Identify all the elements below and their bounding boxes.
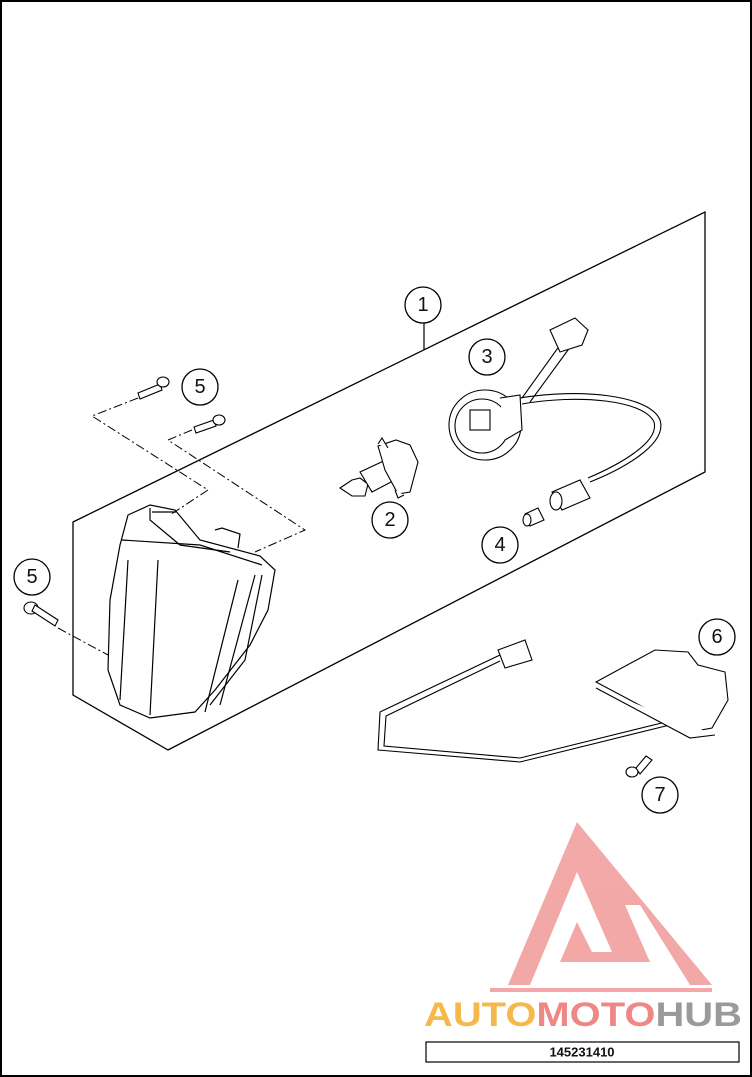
bolt-middle xyxy=(193,414,226,434)
part-code-box: 145231410 xyxy=(425,1041,740,1063)
bulb-socket-plug xyxy=(549,479,591,511)
callout-2-label: 2 xyxy=(384,509,395,531)
watermark-logo xyxy=(490,822,712,992)
watermark-auto: AUTO xyxy=(424,996,536,1034)
wiring-harness xyxy=(377,639,691,763)
assembly-outline xyxy=(72,210,706,751)
bolt-top xyxy=(137,376,170,400)
bolt-left xyxy=(23,601,59,627)
watermark-moto: MOTO xyxy=(536,996,655,1034)
callout-4: 4 xyxy=(481,526,519,564)
callout-3-label: 3 xyxy=(481,346,492,368)
callout-2: 2 xyxy=(371,501,409,539)
callout-7: 7 xyxy=(641,776,679,814)
callout-5-left: 5 xyxy=(13,558,51,596)
callout-5-top: 5 xyxy=(181,368,219,406)
callout-5-left-label: 5 xyxy=(26,566,37,588)
parking-bulb xyxy=(522,507,545,527)
watermark-hub: HUB xyxy=(655,996,742,1034)
callout-1-label: 1 xyxy=(417,294,428,316)
headlight-cover xyxy=(594,649,729,739)
socket-with-cable xyxy=(448,317,662,483)
mounting-lines xyxy=(57,397,307,656)
headlight-housing xyxy=(107,504,276,719)
screw xyxy=(625,755,653,778)
callout-6-label: 6 xyxy=(711,626,722,648)
part-code: 145231410 xyxy=(549,1045,614,1060)
bulb-h4 xyxy=(339,436,419,499)
callout-5-top-label: 5 xyxy=(194,376,205,398)
callout-4-label: 4 xyxy=(494,534,505,556)
callout-7-label: 7 xyxy=(654,784,665,806)
callout-6: 6 xyxy=(698,618,736,656)
callout-1: 1 xyxy=(404,286,442,324)
callout-3: 3 xyxy=(468,338,506,376)
